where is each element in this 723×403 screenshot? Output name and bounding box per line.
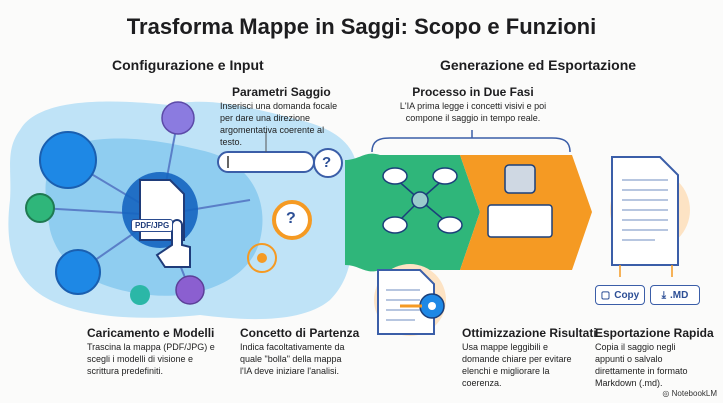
processo-title: Processo in Due Fasi [412, 85, 534, 99]
parametri-title: Parametri Saggio [232, 85, 331, 99]
copy-button[interactable]: ▢Copy [595, 285, 645, 305]
clipboard-icon: ▢ [600, 289, 611, 301]
caricamento-title: Caricamento e Modelli [87, 326, 215, 340]
file-type-badge: PDF/JPG [131, 219, 174, 232]
node-purple-bottom [175, 275, 205, 305]
esportazione-title: Esportazione Rapida [595, 326, 714, 340]
page-title: Trasforma Mappe in Saggi: Scopo e Funzio… [126, 14, 597, 39]
robot-icon [504, 164, 536, 194]
download-icon: ⤓ [661, 289, 667, 301]
concetto-title: Concetto di Partenza [240, 326, 360, 340]
node-blue [55, 249, 101, 295]
question-icon[interactable]: ? [322, 154, 332, 171]
caricamento-text: Trascina la mappa (PDF/JPG) e scegli i m… [87, 342, 215, 376]
download-md-button[interactable]: ⤓.MD [650, 285, 700, 305]
starting-concept-question-icon: ? [286, 210, 296, 227]
parametri-text: Inserisci una domanda focale per dare un… [220, 101, 338, 147]
phase-read [345, 153, 480, 272]
processo-text: L'IA prima legge i concetti visivi e poi… [399, 101, 547, 123]
essay-document [611, 156, 679, 266]
section-right-title: Generazione ed Esportazione [440, 57, 637, 73]
notebooklm-logo-icon: ◎ [662, 389, 670, 398]
node-green [25, 193, 55, 223]
brand-watermark: ◎ NotebookLM [662, 389, 717, 398]
concetto-text: Indica facoltativamente da quale "bolla"… [240, 342, 345, 376]
ottimizzazione-title: Ottimizzazione Risultati [462, 326, 597, 340]
node-purple-top [161, 101, 195, 135]
keyboard-icon [487, 204, 553, 238]
node-blue-large [39, 131, 97, 189]
section-left-title: Configurazione e Input [112, 57, 264, 73]
node-teal [130, 285, 150, 305]
esportazione-text: Copia il saggio negli appunti o salvalo … [595, 342, 688, 388]
question-input [217, 151, 315, 173]
ottimizzazione-text: Usa mappe leggibili e domande chiare per… [462, 342, 572, 388]
